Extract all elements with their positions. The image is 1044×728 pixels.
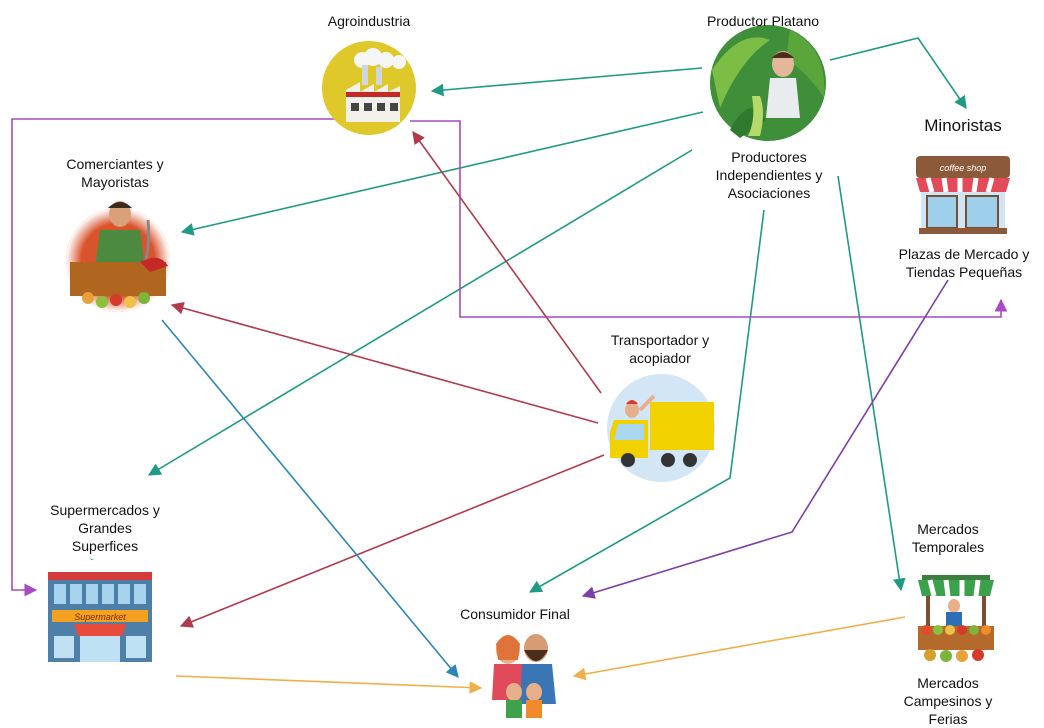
mercados-title-line-1: Mercados	[917, 521, 979, 537]
supermarket-icon: Supermarket	[43, 559, 159, 675]
node-label-comerciantes: Comerciantes y Mayoristas	[40, 155, 190, 191]
minoristas-subtitle-line-1: Plazas de Mercado y	[898, 246, 1030, 262]
agroindustria-label: Agroindustria	[327, 13, 411, 29]
supermercados-line-2: Grandes	[78, 520, 132, 536]
node-label-supermercados: Supermercados y Grandes Superfices	[30, 501, 180, 555]
node-label-productor-sub: Productores Independientes y Asociacione…	[694, 148, 844, 202]
edge-transportador-to-agroindustria	[412, 130, 602, 394]
productor-subtitle-line-1: Productores	[731, 149, 807, 165]
edge-agroindustria-to-supermercados	[11, 118, 336, 597]
productor-subtitle-line-3: Asociaciones	[727, 185, 811, 201]
supermercados-line-3: Superfices	[71, 538, 139, 554]
vendor-icon	[66, 201, 170, 312]
transportador-line-1: Transportador y	[610, 332, 710, 348]
edge-mercados-to-consumidor	[572, 616, 906, 681]
edge-agroindustria-to-minoristas	[410, 120, 1008, 318]
node-label-productor: Productor Platano	[688, 12, 838, 30]
edge-productor-to-minoristas	[829, 37, 967, 110]
factory-icon	[322, 41, 416, 135]
edge-transportador-to-comerciantes	[170, 301, 599, 424]
family-icon	[492, 634, 556, 718]
supermercados-line-1: Supermercados y	[50, 502, 160, 518]
shop-icon: coffee shop	[916, 156, 1010, 234]
edge-transportador-to-supermercados	[179, 454, 605, 628]
mercados-subtitle-line-3: Ferias	[928, 711, 968, 727]
node-label-minoristas-sub: Plazas de Mercado y Tiendas Pequeñas	[884, 245, 1044, 281]
comerciantes-line-2: Mayoristas	[81, 174, 149, 190]
supermarket-sign: Supermarket	[74, 612, 126, 622]
edge-productor-to-supermercados	[147, 149, 693, 476]
market-stall-icon	[918, 575, 994, 662]
node-label-minoristas: Minoristas	[913, 116, 1013, 136]
comerciantes-line-1: Comerciantes y	[66, 156, 164, 172]
truck-icon	[607, 374, 715, 482]
transportador-line-2: acopiador	[629, 350, 691, 366]
node-label-agroindustria: Agroindustria	[319, 12, 419, 30]
productor-title: Productor Platano	[706, 13, 820, 29]
consumidor-label: Consumidor Final	[460, 606, 570, 622]
node-label-consumidor: Consumidor Final	[450, 605, 580, 623]
node-label-transportador: Transportador y acopiador	[590, 331, 730, 367]
banana-farmer-icon	[710, 25, 826, 141]
edge-productor-to-mercados	[837, 175, 906, 592]
edge-minoristas-to-consumidor	[581, 279, 949, 599]
minoristas-title: Minoristas	[924, 116, 1002, 135]
mercados-subtitle-line-1: Mercados	[917, 675, 979, 691]
mercados-title-line-2: Temporales	[911, 539, 985, 555]
shop-sign: coffee shop	[940, 163, 987, 173]
edge-comerciantes-to-consumidor	[161, 319, 459, 678]
productor-subtitle-line-2: Independientes y	[715, 167, 823, 183]
edge-productor-to-consumidor	[528, 209, 765, 593]
mercados-subtitle-line-2: Campesinos y	[903, 693, 993, 709]
minoristas-subtitle-line-2: Tiendas Pequeñas	[905, 264, 1023, 280]
node-label-mercados: Mercados Temporales	[898, 520, 998, 556]
edge-productor-to-agroindustria	[430, 67, 703, 97]
node-label-mercados-sub: Mercados Campesinos y Ferias	[890, 674, 1006, 728]
edge-supermercados-to-consumidor	[175, 675, 483, 694]
